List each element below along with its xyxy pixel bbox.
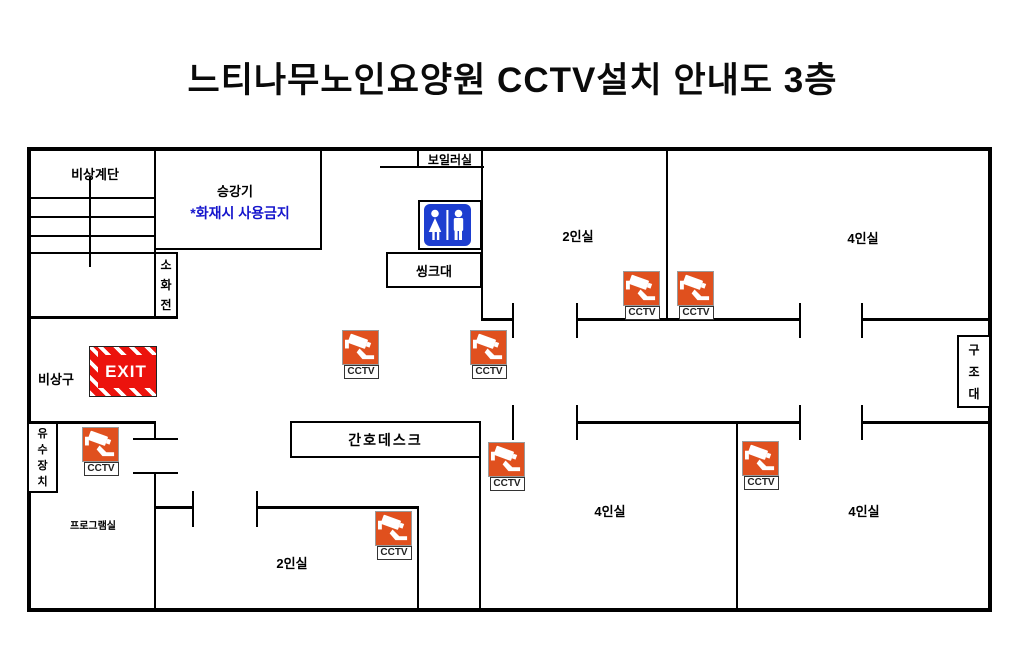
boiler-room-label: 보일러실 bbox=[427, 153, 473, 167]
wall bbox=[479, 455, 481, 612]
exit-stripe-top bbox=[90, 347, 156, 355]
exit-stripe-bottom bbox=[90, 388, 156, 396]
stairs-lines bbox=[27, 197, 156, 199]
cctv-label: CCTV bbox=[343, 365, 379, 379]
stairs-lines bbox=[27, 252, 156, 254]
program-room-label: 프로그램실 bbox=[70, 521, 116, 532]
room-label-2in-top: 2인실 bbox=[562, 229, 594, 244]
stairs-lines bbox=[89, 177, 91, 267]
wall bbox=[154, 248, 322, 250]
door-jamb bbox=[576, 303, 578, 338]
door-jamb bbox=[799, 405, 801, 440]
door-jamb bbox=[512, 405, 514, 440]
wall bbox=[481, 318, 514, 321]
stairs-lines bbox=[27, 235, 156, 237]
cctv-camera-glyph bbox=[623, 271, 660, 306]
emergency-exit-label: 비상구 bbox=[38, 372, 74, 387]
door-jamb bbox=[799, 303, 801, 338]
cctv-camera-icon: CCTV bbox=[742, 441, 780, 490]
rescue-label: 구조대 bbox=[968, 342, 980, 401]
wall bbox=[417, 506, 419, 612]
door-jamb bbox=[133, 438, 178, 440]
wall bbox=[862, 318, 990, 321]
wall bbox=[154, 147, 156, 319]
room-label-4in-top: 4인실 bbox=[847, 231, 879, 246]
cctv-camera-icon: CCTV bbox=[488, 442, 526, 491]
cctv-camera-glyph bbox=[742, 441, 779, 476]
cctv-camera-glyph bbox=[342, 330, 379, 365]
door-jamb bbox=[861, 405, 863, 440]
cctv-camera-glyph bbox=[375, 511, 412, 546]
exit-sign-text: EXIT bbox=[105, 361, 147, 381]
wall bbox=[380, 166, 484, 168]
flow-device-label: 유수장치 bbox=[37, 427, 48, 488]
door-jamb bbox=[576, 405, 578, 440]
exit-sign: EXIT bbox=[89, 346, 157, 397]
wall bbox=[666, 147, 668, 320]
rescue-box: 구조대 bbox=[957, 335, 991, 408]
door-jamb bbox=[256, 491, 258, 527]
elevator-label: 승강기 bbox=[217, 184, 253, 199]
wall bbox=[154, 421, 156, 440]
cctv-camera-icon: CCTV bbox=[82, 427, 120, 476]
cctv-label: CCTV bbox=[624, 306, 660, 320]
room-label-2in-bottom: 2인실 bbox=[276, 556, 308, 571]
wall bbox=[862, 421, 990, 424]
wall bbox=[417, 150, 419, 168]
fire-hydrant-box: 소화전 bbox=[154, 252, 178, 318]
stairs-label: 비상계단 bbox=[71, 167, 119, 182]
sink-box: 씽크대 bbox=[386, 252, 482, 288]
door-jamb bbox=[512, 303, 514, 338]
cctv-camera-icon: CCTV bbox=[375, 511, 413, 560]
fire-hydrant-label: 소화전 bbox=[160, 258, 172, 312]
nurse-desk-label: 간호데스크 bbox=[348, 431, 423, 448]
wall bbox=[27, 147, 992, 151]
wall bbox=[736, 421, 738, 612]
cctv-label: CCTV bbox=[678, 306, 714, 320]
cctv-label: CCTV bbox=[471, 365, 507, 379]
wall bbox=[27, 421, 156, 424]
cctv-camera-glyph bbox=[677, 271, 714, 306]
wall bbox=[320, 147, 322, 250]
cctv-label: CCTV bbox=[489, 477, 525, 491]
cctv-camera-glyph bbox=[488, 442, 525, 477]
stairs-lines bbox=[27, 216, 156, 218]
cctv-camera-glyph bbox=[470, 330, 507, 365]
cctv-camera-icon: CCTV bbox=[470, 330, 508, 379]
door-jamb bbox=[861, 303, 863, 338]
wall bbox=[577, 421, 801, 424]
wall bbox=[257, 506, 419, 509]
restroom-icon bbox=[424, 204, 471, 246]
cctv-camera-icon: CCTV bbox=[677, 271, 715, 320]
cctv-camera-glyph bbox=[82, 427, 119, 462]
exit-stripe-left bbox=[90, 347, 98, 396]
cctv-label: CCTV bbox=[376, 546, 412, 560]
flow-device-box: 유수장치 bbox=[27, 422, 58, 493]
elevator-notice: *화재시 사용금지 bbox=[190, 205, 290, 221]
cctv-camera-icon: CCTV bbox=[623, 271, 661, 320]
wall bbox=[27, 147, 31, 612]
cctv-label: CCTV bbox=[743, 476, 779, 490]
wall bbox=[154, 473, 156, 612]
cctv-label: CCTV bbox=[83, 462, 119, 476]
wall bbox=[27, 608, 992, 612]
room-label-4in-right: 4인실 bbox=[848, 504, 880, 519]
room-label-4in-mid: 4인실 bbox=[594, 504, 626, 519]
sink-label: 씽크대 bbox=[416, 263, 452, 279]
page-title: 느티나무노인요양원 CCTV설치 안내도 3층 bbox=[187, 61, 838, 100]
wall bbox=[27, 316, 178, 319]
wall bbox=[481, 147, 483, 321]
door-jamb bbox=[192, 491, 194, 527]
wall bbox=[154, 506, 194, 509]
nurse-desk-box: 간호데스크 bbox=[290, 421, 481, 458]
cctv-camera-icon: CCTV bbox=[342, 330, 380, 379]
